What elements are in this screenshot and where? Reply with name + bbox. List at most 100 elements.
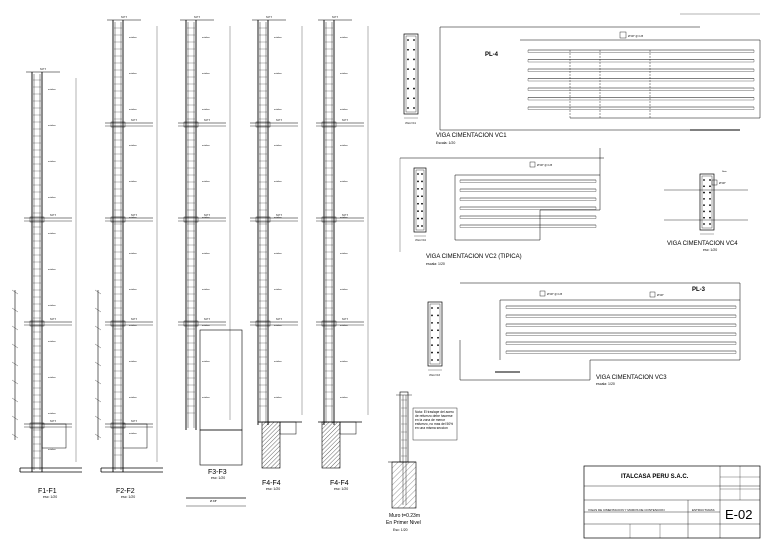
stirrup-note: estribos bbox=[48, 412, 57, 415]
level-mark: N.P.T. bbox=[276, 119, 283, 122]
footing-f4 bbox=[318, 421, 362, 469]
section-label: VIGA VC3 bbox=[429, 374, 441, 377]
ground-hatch bbox=[94, 343, 102, 349]
rebar-dot bbox=[437, 344, 439, 347]
stirrup-note: estribos bbox=[202, 144, 211, 147]
section-vc3 bbox=[427, 301, 443, 371]
rebar-dot bbox=[421, 210, 423, 213]
rebar-dot bbox=[417, 217, 419, 220]
specialty: ESTRUCTURAS bbox=[692, 508, 715, 512]
stirrup-note: estribos bbox=[129, 144, 138, 147]
bar-note: Ø 5/8" @ 0.25 bbox=[547, 293, 563, 296]
level-mark: N.P.T. bbox=[276, 214, 283, 217]
stirrup-note: estribos bbox=[340, 324, 349, 327]
stirrup-note: estribos bbox=[274, 360, 283, 363]
footing-cap bbox=[41, 423, 67, 449]
rebar-dot bbox=[703, 204, 705, 207]
ground-hatch bbox=[11, 433, 19, 439]
rebar-dot bbox=[709, 191, 711, 194]
rebar-dot bbox=[417, 195, 419, 198]
elevation-vc4: Ø 5/8"Nota bbox=[664, 170, 748, 221]
stirrup-note: estribos bbox=[48, 448, 57, 451]
stirrup-note: estribos bbox=[274, 288, 283, 291]
rebar-dot bbox=[417, 187, 419, 190]
rebar-dot bbox=[417, 225, 419, 227]
rebar-dot bbox=[407, 87, 409, 90]
bar-mark: Ø 3/8" bbox=[210, 500, 217, 503]
beam-title-vc4: VIGA CIMENTACION VC4 bbox=[667, 241, 738, 247]
marker-box bbox=[529, 161, 536, 168]
rebar-dot bbox=[431, 329, 433, 332]
footing-f4 bbox=[258, 421, 302, 469]
title-block-frame bbox=[583, 465, 761, 539]
rebar-dot bbox=[421, 180, 423, 183]
rebar-dot bbox=[407, 107, 409, 109]
stirrup-note: estribos bbox=[129, 36, 138, 39]
marker-box bbox=[619, 31, 627, 39]
stirrup-note: estribos bbox=[48, 340, 57, 343]
rebar-dot bbox=[417, 173, 419, 175]
stirrup-note: estribos bbox=[202, 252, 211, 255]
bar-note: Ø 5/8" @ 0.25 bbox=[537, 164, 553, 167]
footing-cap bbox=[122, 423, 148, 449]
level-mark: N.P.T. bbox=[332, 16, 339, 19]
rebar-dot bbox=[413, 68, 415, 71]
rebar-dot bbox=[413, 97, 415, 100]
footing-f3: Ø 3/8" bbox=[186, 329, 246, 507]
beam-section-outline bbox=[403, 33, 419, 115]
footing-step bbox=[279, 421, 297, 435]
slab-knot bbox=[183, 320, 199, 327]
elevation-vc2: Ø 5/8" @ 0.25 bbox=[399, 148, 604, 252]
rebar-note: Nota: El traslape del acero de refuerzo … bbox=[415, 410, 454, 431]
stirrup-note: estribos bbox=[129, 396, 138, 399]
stirrup-note: estribos bbox=[274, 252, 283, 255]
beam-scale-vc1: Escala: 1/20 bbox=[436, 141, 456, 145]
stirrup-note: estribos bbox=[48, 88, 57, 91]
level-mark: N.P.T. bbox=[342, 119, 349, 122]
stirrup-note: estribos bbox=[129, 432, 138, 435]
rebar-dot bbox=[703, 179, 705, 181]
marker-box bbox=[711, 179, 718, 186]
ground-hatch bbox=[11, 343, 19, 349]
level-mark: N.P.T. bbox=[50, 420, 57, 423]
plate-label-pl4: PL-4 bbox=[485, 52, 499, 58]
level-mark: N.P.T. bbox=[50, 318, 57, 321]
stirrup-note: estribos bbox=[202, 108, 211, 111]
bar-note: Ø 5/8" @ 0.25 bbox=[628, 35, 644, 38]
level-mark: N.P.T. bbox=[131, 420, 138, 423]
slab-knot bbox=[321, 121, 337, 128]
stirrup bbox=[405, 35, 417, 113]
bars-vc3 bbox=[505, 305, 737, 354]
bars-vc2 bbox=[459, 179, 597, 228]
level-mark: N.P.T. bbox=[276, 318, 283, 321]
hatched-footing bbox=[261, 421, 281, 469]
marker-box bbox=[539, 290, 546, 297]
section-scale-f3: esc: 1/20 bbox=[211, 476, 226, 480]
stirrup-note: estribos bbox=[129, 72, 138, 75]
rebar-dot bbox=[421, 225, 423, 227]
ground-hatch bbox=[94, 433, 102, 439]
rebar-dot bbox=[709, 216, 711, 219]
rebar-dot bbox=[431, 336, 433, 339]
ground-hatch bbox=[11, 397, 19, 403]
stirrup-note: estribos bbox=[340, 396, 349, 399]
stirrup-note: estribos bbox=[129, 288, 138, 291]
section-title-f2: F2-F2 bbox=[116, 488, 135, 495]
rebar-dot bbox=[407, 97, 409, 100]
company-name: ITALCASA PERU S.A.C. bbox=[621, 474, 689, 480]
slab-knot bbox=[29, 320, 45, 327]
stirrup-note: estribos bbox=[274, 36, 283, 39]
wall-title-line2: En Primer Nivel bbox=[386, 520, 421, 526]
ground-hatch bbox=[94, 415, 102, 421]
column-f4b: N.P.T.N.P.T.N.P.T.N.P.T.estribosestribos… bbox=[316, 16, 369, 425]
beam-title-vc3: VIGA CIMENTACION VC3 bbox=[596, 375, 667, 381]
note-box bbox=[412, 407, 458, 441]
wall-body bbox=[388, 391, 417, 509]
rebar-dot bbox=[437, 351, 439, 354]
stirrup-note: estribos bbox=[274, 72, 283, 75]
stirrup-note: estribos bbox=[274, 216, 283, 219]
section-title-f4a: F4-F4 bbox=[262, 480, 281, 487]
rebar-dot bbox=[437, 359, 439, 361]
rebar-dot bbox=[431, 359, 433, 361]
